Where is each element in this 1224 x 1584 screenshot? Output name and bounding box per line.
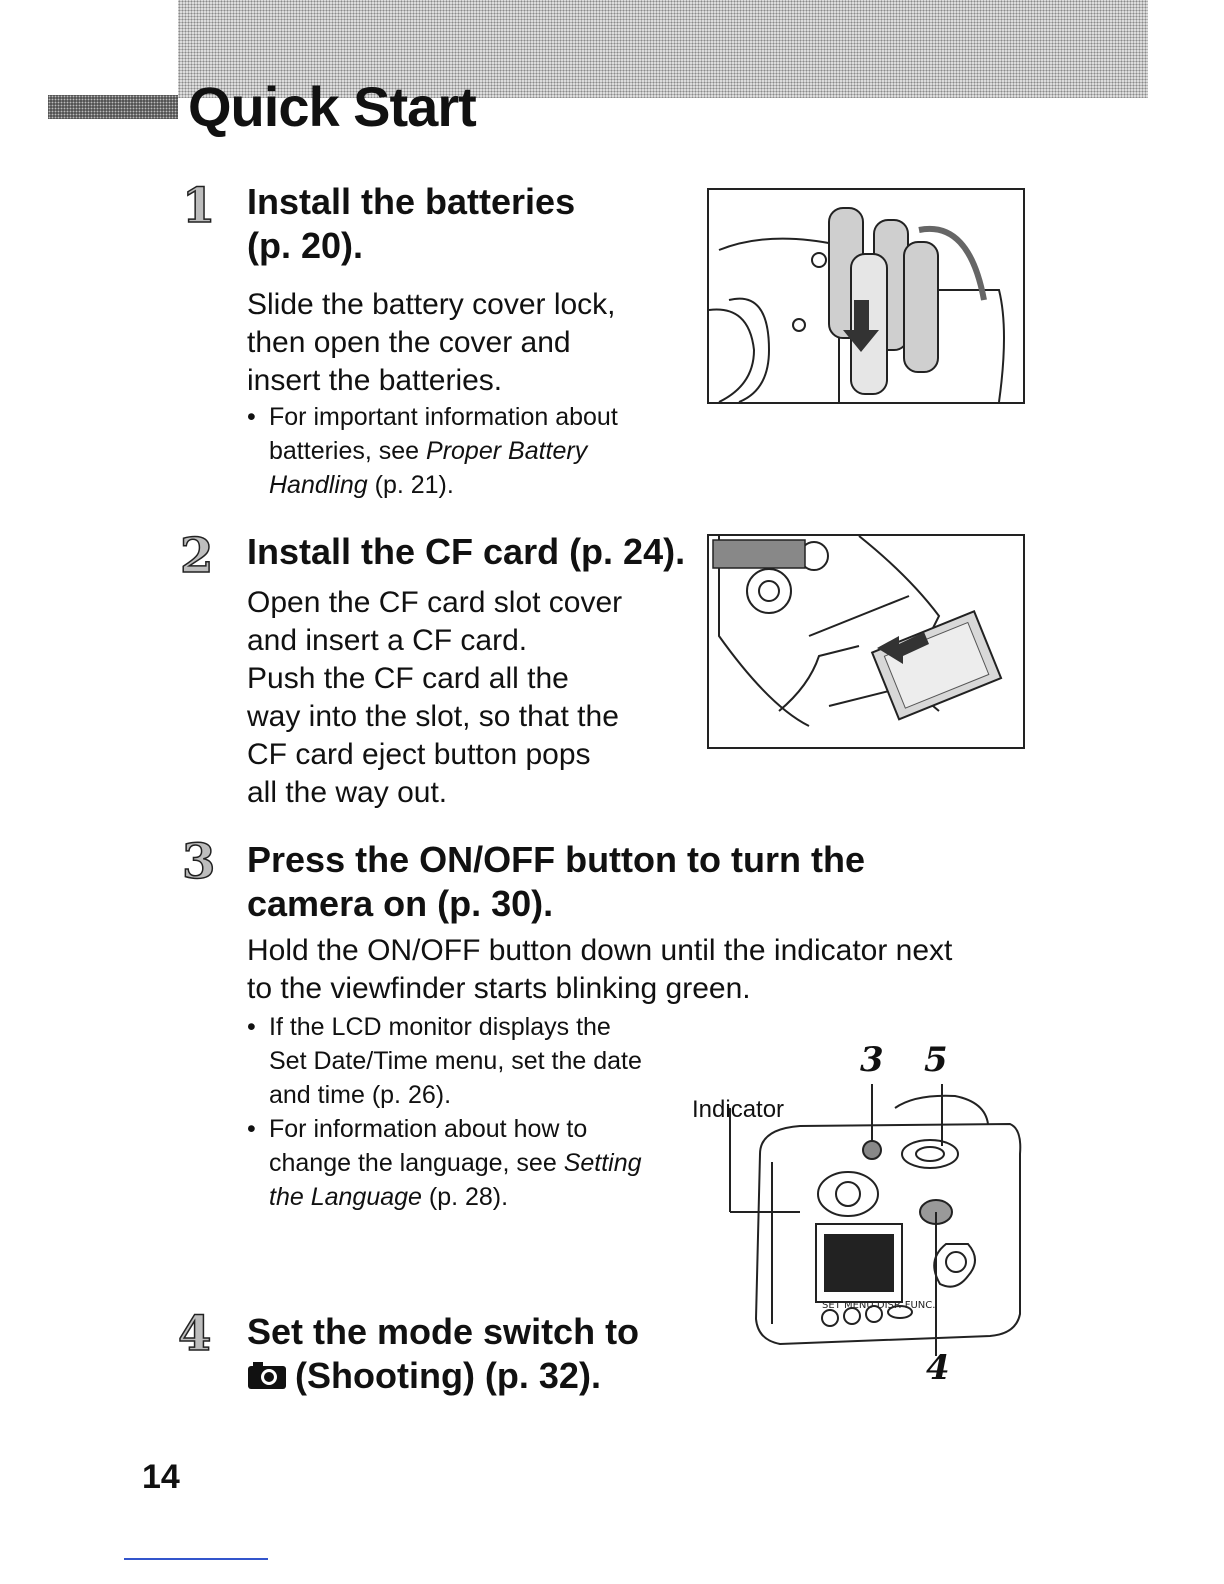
step-3-bullets: If the LCD monitor displays the Set Date…: [247, 1010, 647, 1214]
step-1-body-line: insert the batteries.: [247, 364, 503, 397]
step-2-body-line: and insert a CF card.: [247, 624, 528, 657]
step-3-heading-line1: Press the ON/OFF button to turn the: [247, 839, 865, 880]
step-number-2: 2: [179, 527, 214, 585]
step-2-heading: Install the CF card (p. 24).: [247, 531, 686, 572]
footer-rule: [124, 1558, 268, 1560]
step-1-bullet: For important information about batterie…: [247, 400, 657, 502]
step-2-body-line: all the way out.: [247, 776, 448, 809]
step-3-body-line: to the viewfinder starts blinking green.: [247, 972, 751, 1005]
step-1-body: Slide the battery cover lock, then open …: [247, 286, 616, 400]
cf-card-installation-figure: [707, 534, 1025, 749]
page-number: 14: [142, 1458, 180, 1496]
step-2-body-line: Push the CF card all the: [247, 662, 569, 695]
proper-battery-handling-ref: Proper Battery Handling: [269, 437, 588, 499]
step-4-heading-line1: Set the mode switch to: [247, 1311, 640, 1352]
step-1-body-line: then open the cover and: [247, 326, 571, 359]
step-2-body-line: Open the CF card slot cover: [247, 586, 623, 619]
indicator-label: Indicator: [692, 1096, 785, 1123]
step-1-body-line: Slide the battery cover lock,: [247, 288, 616, 321]
battery-illustration: [709, 207, 1005, 402]
step-number-1: 1: [181, 177, 216, 235]
callout-4: 4: [926, 1348, 950, 1388]
step-3-body: Hold the ON/OFF button down until the in…: [247, 932, 1037, 1008]
header-accent-bar: [48, 95, 178, 119]
step-3-bullet-language: For information about how to change the …: [247, 1112, 647, 1214]
step-1-bullets: For important information about batterie…: [247, 400, 657, 502]
step-1-heading: Install the batteries (p. 20).: [247, 180, 575, 268]
step-3-heading: Press the ON/OFF button to turn the came…: [247, 838, 1027, 926]
step-1-heading-line1: Install the batteries: [247, 181, 576, 222]
step-2-body-line: CF card eject button pops: [247, 738, 591, 771]
step-3-body-line: Hold the ON/OFF button down until the in…: [247, 934, 953, 967]
callout-3: 3: [860, 1040, 884, 1080]
setting-the-language-ref: Setting the Language: [269, 1149, 642, 1211]
step-4-heading: Set the mode switch to (Shooting) (p. 32…: [247, 1310, 639, 1400]
step-2-body: Open the CF card slot cover and insert a…: [247, 584, 622, 812]
step-number-3: 3: [181, 833, 216, 891]
step-2-body-line: way into the slot, so that the: [247, 700, 619, 733]
camera-back-illustration: SET MENU DISP. FUNC.: [729, 1084, 1022, 1356]
step-number-4: 4: [177, 1305, 212, 1363]
step-3-bullet-date-time: If the LCD monitor displays the Set Date…: [247, 1010, 647, 1112]
page-title: Quick Start: [188, 75, 477, 138]
camera-icon: [247, 1356, 287, 1400]
camera-button-labels: SET MENU DISP. FUNC.: [822, 1300, 935, 1311]
step-4-heading-line2: (Shooting) (p. 32).: [295, 1355, 601, 1396]
cf-card-illustration: [712, 536, 1003, 727]
header-band: [178, 0, 1148, 98]
step-1-heading-line2: (p. 20).: [247, 225, 364, 266]
battery-installation-figure: [707, 188, 1025, 404]
step-3-heading-line2: camera on (p. 30).: [247, 883, 554, 924]
callout-5: 5: [924, 1040, 948, 1080]
